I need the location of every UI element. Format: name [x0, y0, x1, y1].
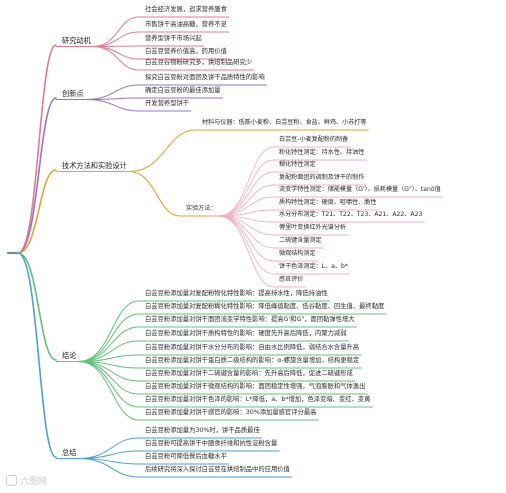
method-item-12: 感官评价 — [279, 276, 304, 283]
b1-item-4: 白芸豆营养价值高，药用价值 — [145, 48, 227, 55]
method-item-7: 水分分布测定：T21、T22、T23、A21、A22、A23 — [279, 211, 423, 218]
b2-item-1: 探究白芸豆粉对面团及饼干品质特性的影响 — [145, 74, 265, 81]
branch-b3-label: 技术方法和实验设计 — [62, 161, 127, 170]
b5-item-3: 白芸豆粉可降低餐后血糖水平 — [145, 453, 227, 460]
b4-item-10: 白芸豆粉添加量对饼干感官的影响：30%添加量感官评分最高 — [145, 409, 317, 416]
b1-item-5: 白芸豆谷物粉研究多，烘焙制品研究少 — [145, 59, 253, 66]
method-item-4: 复配粉面团的调制及饼干的制作 — [279, 174, 365, 181]
branch-b2-label: 创新点 — [62, 89, 84, 98]
b5-item-4: 后续研究将深入探讨白芸豆在烘焙制品中的应用价值 — [145, 466, 290, 473]
watermark-logo-icon — [6, 475, 17, 486]
branch-b1-label: 研究动机 — [62, 36, 91, 45]
materials-and-instruments: 材料与仪器：低筋小麦粉、白芸豆粉、食盐、鲜鸡、小苏打等 — [202, 119, 367, 126]
method-item-8: 傅里叶变换红外光谱分析 — [279, 224, 347, 231]
b4-item-3: 白芸豆粉添加量对饼干面团流变学特性影响：提高G'和G"，面团黏弹性增大 — [145, 316, 355, 323]
method-item-11: 饼干色泽测定：L、a、b* — [279, 263, 348, 270]
method-item-6: 质构特性测定：硬度、咀嚼性、脆性 — [279, 199, 377, 206]
method-item-3: 糊化特性测定 — [279, 161, 316, 168]
watermark-text: 六图网 — [20, 477, 48, 487]
b5-item-2: 白芸豆粉可提高饼干中膳食纤维和抗性淀粉含量 — [145, 440, 278, 447]
b4-item-1: 白芸豆粉添加量对复配粉物化特性影响：提高持水性，降低持油性 — [145, 290, 328, 297]
watermark: 六图网 — [6, 474, 47, 487]
b1-item-1: 社会经济发展，追求营养膳食 — [145, 6, 227, 13]
method-item-1: 白芸豆-小麦复配粉的制备 — [279, 136, 349, 143]
b4-item-7: 白芸豆粉添加量对饼干二硫键含量的影响：先升高后降低，促进二硫键形成 — [145, 370, 353, 377]
method-item-2: 粉化特性测定：持水性、持油性 — [279, 149, 365, 156]
b4-item-9: 白芸豆粉添加量对饼干色泽的影响：L*降低，a、b*增加，色泽变暗、变红、变黄 — [145, 396, 371, 403]
b1-item-2: 市售饼干高油高糖，营养不足 — [145, 21, 227, 28]
experiment-methods-label: 实验方法： — [186, 205, 217, 212]
b2-item-2: 确定白芸豆粉的最佳添加量 — [145, 87, 221, 94]
branch-b4-label: 结论 — [62, 351, 77, 360]
b5-item-1: 白芸豆粉添加量为30%时，饼干品质最佳 — [145, 427, 260, 434]
b4-item-8: 白芸豆粉添加量对饼干微观结构的影响：面团稳定性增强，气泡膨胀和气体逸出 — [145, 383, 366, 390]
b2-item-3: 开发营养型饼干 — [145, 100, 190, 107]
branch-b5-label: 总结 — [62, 448, 77, 457]
method-item-5: 流变学特性测定：储能模量（G'）、损耗模量（G"）、tanδ值 — [279, 186, 441, 193]
b1-item-3: 营养型饼干市场兴起 — [145, 35, 202, 42]
method-item-10: 微观结构测定 — [279, 250, 316, 257]
b4-item-6: 白芸豆粉添加量对饼干蛋白质二级结构的影响：α-螺旋含量增加，结构更稳定 — [145, 357, 360, 364]
b4-item-2: 白芸豆粉添加量对复配粉糊化特性影响：降低峰值黏度、低谷黏度、回生值、最终黏度 — [145, 303, 385, 310]
b4-item-5: 白芸豆粉添加量对饼干水分分布的影响：自由水比例降低，弱结合水含量升高 — [145, 344, 360, 351]
b4-item-4: 白芸豆粉添加量对饼干质构特性的影响：硬度先升高后降低，内聚力减弱 — [145, 330, 347, 337]
method-item-9: 二硫键含量测定 — [279, 237, 322, 244]
